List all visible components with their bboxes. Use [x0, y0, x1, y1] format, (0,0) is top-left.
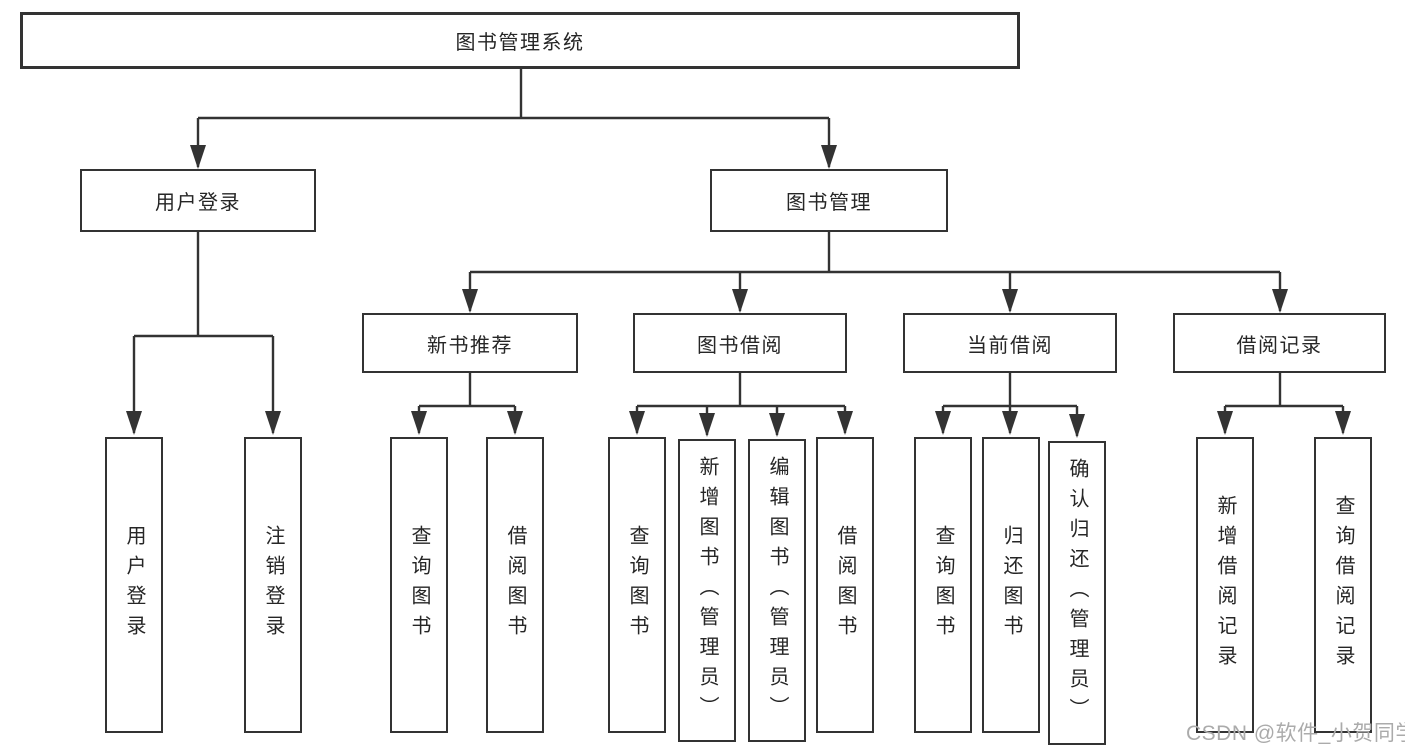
node-borrow-records: 借阅记录	[1173, 313, 1386, 373]
leaf-query-borrow-record: 查询借阅记录	[1314, 437, 1372, 733]
leaf-return-book: 归还图书	[982, 437, 1040, 733]
leaf-edit-book-admin-label: 编辑图书（管理员）	[766, 455, 788, 726]
leaf-query-borrow-record-label: 查询借阅记录	[1332, 495, 1354, 675]
node-library-system: 图书管理系统	[20, 12, 1020, 69]
node-current-borrow: 当前借阅	[903, 313, 1117, 373]
node-current-borrow-label: 当前借阅	[967, 334, 1053, 357]
node-user-login-label: 用户登录	[155, 192, 241, 214]
node-user-login: 用户登录	[80, 169, 316, 232]
leaf-logout-label: 注销登录	[262, 525, 284, 645]
node-new-book-recommend-label: 新书推荐	[427, 334, 513, 357]
leaf-query-books-current: 查询图书	[914, 437, 972, 733]
leaf-query-books-recommend-label: 查询图书	[408, 525, 430, 645]
leaf-add-book-admin: 新增图书（管理员）	[678, 439, 736, 742]
node-borrow-records-label: 借阅记录	[1236, 334, 1323, 357]
leaf-borrow-books-borrow: 借阅图书	[816, 437, 874, 733]
node-new-book-recommend: 新书推荐	[362, 313, 578, 373]
leaf-add-book-admin-label: 新增图书（管理员）	[696, 455, 718, 726]
leaf-user-login-label: 用户登录	[123, 525, 145, 645]
leaf-add-borrow-record: 新增借阅记录	[1196, 437, 1254, 733]
leaf-confirm-return-admin-label: 确认归还（管理员）	[1066, 458, 1088, 728]
leaf-query-books-recommend: 查询图书	[390, 437, 448, 733]
leaf-query-books-current-label: 查询图书	[932, 525, 954, 645]
leaf-return-book-label: 归还图书	[1000, 525, 1022, 645]
node-book-management: 图书管理	[710, 169, 948, 232]
node-library-system-label: 图书管理系统	[455, 32, 585, 54]
node-book-borrow: 图书借阅	[633, 313, 847, 373]
leaf-borrow-books-borrow-label: 借阅图书	[834, 525, 856, 645]
leaf-edit-book-admin: 编辑图书（管理员）	[748, 439, 806, 742]
node-book-borrow-label: 图书借阅	[697, 334, 783, 357]
leaf-add-borrow-record-label: 新增借阅记录	[1214, 495, 1236, 675]
csdn-watermark: CSDN @软件_小贺同学	[1186, 722, 1405, 745]
leaf-user-login: 用户登录	[105, 437, 163, 733]
leaf-query-books-borrow-label: 查询图书	[626, 525, 648, 645]
leaf-confirm-return-admin: 确认归还（管理员）	[1048, 441, 1106, 745]
leaf-query-books-borrow: 查询图书	[608, 437, 666, 733]
node-book-management-label: 图书管理	[786, 192, 872, 214]
leaf-borrow-books-recommend-label: 借阅图书	[504, 525, 526, 645]
leaf-borrow-books-recommend: 借阅图书	[486, 437, 544, 733]
leaf-logout: 注销登录	[244, 437, 302, 733]
